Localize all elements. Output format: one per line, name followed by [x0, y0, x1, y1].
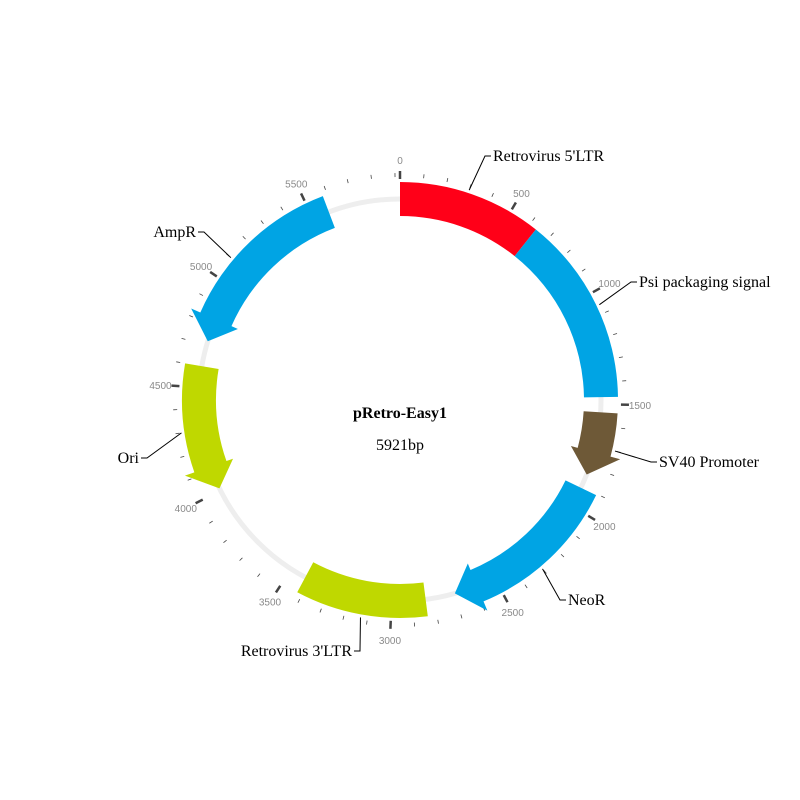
leader-line	[198, 231, 232, 259]
minor-tick	[175, 432, 180, 435]
label-retrovirus-3-ltr: Retrovirus 3'LTR	[241, 643, 353, 660]
major-tick	[209, 270, 218, 278]
tick-label: 4000	[175, 504, 198, 515]
minor-tick	[346, 179, 349, 184]
minor-tick	[223, 539, 227, 544]
minor-tick	[560, 553, 565, 558]
plasmid-name: pRetro-Easy1	[353, 405, 447, 422]
minor-tick	[460, 614, 463, 619]
leader-line	[542, 568, 566, 601]
leader-line	[468, 155, 491, 191]
minor-tick	[280, 206, 284, 211]
minor-tick	[189, 315, 194, 318]
major-tick	[195, 498, 204, 505]
minor-tick	[524, 584, 528, 589]
major-tick	[171, 384, 180, 388]
minor-tick	[437, 619, 439, 624]
tick-label: 0	[397, 156, 403, 167]
minor-tick	[319, 608, 322, 613]
feature-ampr[interactable]	[191, 196, 335, 342]
tick-label: 500	[513, 189, 530, 200]
minor-tick	[342, 615, 345, 620]
label-neor: NeoR	[568, 592, 606, 609]
label-psi-packaging-signal: Psi packaging signal	[639, 274, 771, 291]
minor-tick	[323, 185, 326, 190]
minor-tick	[239, 557, 243, 561]
minor-tick	[181, 337, 186, 340]
major-tick	[299, 192, 306, 202]
feature-psi-packaging-signal[interactable]	[514, 229, 618, 398]
major-tick	[510, 201, 517, 211]
major-tick	[592, 287, 601, 294]
tick-label: 1000	[598, 279, 621, 290]
major-tick	[587, 514, 596, 522]
minor-tick	[601, 495, 606, 499]
label-sv40-promoter: SV40 Promoter	[659, 454, 760, 471]
minor-tick	[567, 249, 571, 253]
minor-tick	[621, 427, 626, 430]
minor-tick	[613, 333, 618, 336]
minor-tick	[576, 535, 580, 540]
tick-marks: 0 500 1000 1500 2000 2500 3000 3500 4000 4500 5000…	[149, 156, 651, 647]
minor-tick	[618, 356, 623, 358]
feature-arcs	[181, 182, 621, 618]
minor-tick	[180, 455, 185, 458]
minor-tick	[176, 361, 181, 363]
feature-sv40-promoter[interactable]	[570, 411, 621, 475]
tick-label: 2000	[593, 522, 616, 533]
minor-tick	[581, 268, 586, 272]
minor-tick	[370, 174, 372, 179]
feature-ori[interactable]	[181, 363, 234, 489]
label-retrovirus-5-ltr: Retrovirus 5'LTR	[493, 148, 605, 165]
label-ampr: AmpR	[153, 224, 196, 241]
minor-tick	[209, 520, 213, 524]
minor-tick	[242, 235, 246, 240]
leader-line	[141, 432, 182, 459]
minor-tick	[491, 192, 494, 197]
major-tick	[274, 585, 282, 594]
minor-tick	[532, 217, 536, 221]
minor-tick	[297, 599, 301, 603]
tick-label: 4500	[149, 381, 172, 392]
plasmid-length: 5921bp	[376, 437, 424, 454]
feature-retrovirus-5-ltr[interactable]	[400, 182, 536, 257]
minor-tick	[604, 310, 609, 313]
minor-tick	[257, 573, 261, 577]
feature-labels: Retrovirus 5'LTR Psi packaging signalSV40…	[118, 148, 771, 660]
tick-label: 3500	[259, 598, 282, 609]
minor-tick	[366, 620, 368, 625]
leader-line	[599, 281, 637, 306]
tick-label: 5000	[190, 262, 213, 273]
major-tick	[502, 594, 509, 603]
leader-line	[614, 450, 657, 463]
minor-tick	[543, 570, 547, 574]
minor-tick	[610, 473, 615, 476]
tick-label: 3000	[379, 636, 402, 647]
leader-line	[354, 617, 361, 652]
feature-retrovirus-3-ltr[interactable]	[297, 562, 428, 618]
tick-label: 2500	[502, 608, 525, 619]
minor-tick	[260, 220, 264, 224]
minor-tick	[550, 232, 554, 237]
tick-label: 5500	[285, 180, 308, 191]
label-ori: Ori	[118, 450, 140, 467]
minor-tick	[446, 178, 449, 183]
minor-tick	[187, 478, 192, 481]
feature-neor[interactable]	[454, 480, 597, 611]
minor-tick	[199, 293, 204, 296]
tick-label: 1500	[629, 401, 652, 412]
